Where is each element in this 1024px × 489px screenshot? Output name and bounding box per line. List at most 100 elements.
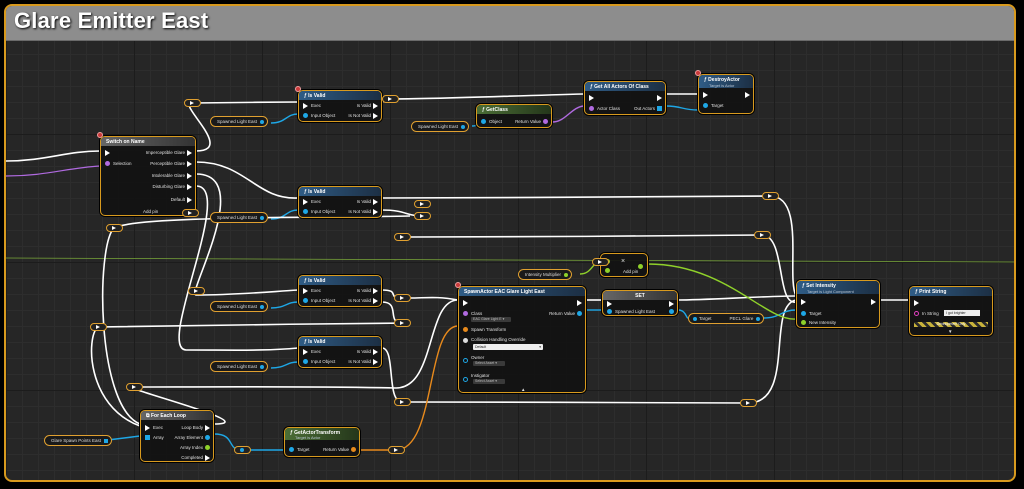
selection-pin[interactable] [105, 161, 110, 166]
glare-spawn-points-east-getter[interactable]: Glare Spawn Points East [44, 435, 113, 446]
reroute-node[interactable] [740, 399, 757, 407]
instigator-pin[interactable] [463, 377, 468, 382]
reroute-node[interactable] [188, 287, 205, 295]
reroute-node[interactable] [762, 192, 779, 200]
array-pin[interactable] [104, 438, 109, 443]
reroute-node[interactable] [394, 398, 411, 406]
out-actors-array-pin[interactable] [657, 106, 662, 111]
reroute-node[interactable] [234, 446, 251, 454]
reroute-node[interactable] [90, 323, 107, 331]
return-pin[interactable] [351, 447, 356, 452]
is-valid-pin[interactable] [373, 103, 378, 109]
breakpoint-icon[interactable] [295, 86, 301, 92]
exec-in-pin[interactable] [914, 300, 919, 306]
return-pin[interactable] [577, 311, 582, 316]
reroute-node[interactable] [414, 212, 431, 220]
owner-pin[interactable] [463, 358, 468, 363]
exec-in-pin[interactable] [145, 425, 150, 431]
loop-body-pin[interactable] [205, 425, 210, 431]
actor-class-pin[interactable] [589, 106, 594, 111]
completed-pin[interactable] [205, 455, 210, 461]
print-string-node[interactable]: ƒ Print String In String I got brighter … [909, 286, 993, 336]
reroute-node[interactable] [382, 95, 399, 103]
reroute-node[interactable] [592, 258, 609, 266]
return-pin[interactable] [543, 119, 548, 124]
intensity-multiplier-getter[interactable]: Intensity Multiplier [518, 269, 573, 280]
exec-out-pin[interactable] [187, 161, 192, 167]
spawned-light-east-getter[interactable]: Spawned Light East [210, 361, 269, 372]
float-pin[interactable] [564, 272, 569, 277]
array-element-pin[interactable] [205, 435, 210, 440]
is-not-valid-pin[interactable] [373, 113, 378, 119]
spawned-light-east-getter[interactable]: Spawned Light East [210, 116, 269, 127]
exec-in-pin[interactable] [303, 288, 308, 294]
is-not-valid-pin[interactable] [373, 298, 378, 304]
object-pin[interactable] [260, 215, 265, 220]
collision-dropdown[interactable]: Default▾ [473, 344, 543, 350]
input-object-pin[interactable] [303, 359, 308, 364]
comment-header[interactable]: Glare Emitter East [6, 6, 1014, 41]
switch-on-name-node[interactable]: Switch on Name Selection Imperceptible G… [100, 136, 196, 216]
object-pin[interactable] [756, 316, 761, 321]
exec-out-pin[interactable] [187, 150, 192, 156]
class-pin[interactable] [463, 311, 468, 316]
spawned-light-east-getter[interactable]: Spawned Light East [210, 301, 269, 312]
spawned-light-east-getter[interactable]: Spawned Light East [210, 212, 269, 223]
reroute-node[interactable] [182, 209, 199, 217]
is-not-valid-pin[interactable] [373, 359, 378, 365]
class-dropdown[interactable]: EAC Glare Light E ▾ [471, 317, 511, 322]
reroute-node[interactable] [106, 224, 123, 232]
exec-in-pin[interactable] [303, 349, 308, 355]
exec-in-pin[interactable] [463, 300, 468, 306]
b-pin[interactable] [605, 268, 610, 273]
reroute-node[interactable] [394, 294, 411, 302]
exec-in-pin[interactable] [303, 199, 308, 205]
in-string-pin[interactable] [914, 311, 919, 316]
target-pin[interactable] [693, 316, 697, 321]
value-pin[interactable] [607, 309, 612, 314]
input-object-pin[interactable] [303, 298, 308, 303]
exec-in-pin[interactable] [303, 103, 308, 109]
exec-in-pin[interactable] [589, 95, 594, 101]
exec-out-pin[interactable] [871, 299, 876, 305]
target-pin[interactable] [801, 311, 806, 316]
is-valid-pin[interactable] [373, 349, 378, 355]
exec-out-pin[interactable] [577, 300, 582, 306]
object-pin[interactable] [461, 124, 466, 129]
reroute-node[interactable] [126, 383, 143, 391]
reroute-node[interactable] [754, 231, 771, 239]
object-pin[interactable] [260, 304, 265, 309]
collision-pin[interactable] [463, 338, 468, 343]
exec-in-pin[interactable] [703, 92, 708, 98]
spawned-light-east-getter[interactable]: Spawned Light East [411, 121, 470, 132]
breakpoint-icon[interactable] [455, 282, 461, 288]
exec-out-pin[interactable] [657, 95, 662, 101]
object-pin[interactable] [260, 119, 265, 124]
exec-in-pin[interactable] [607, 301, 612, 307]
reroute-node[interactable] [388, 446, 405, 454]
in-string-field[interactable]: I got brighter [944, 310, 980, 316]
object-pin[interactable] [260, 364, 265, 369]
reroute-node[interactable] [394, 233, 411, 241]
exec-out-pin[interactable] [187, 173, 192, 179]
multiply-node[interactable]: × Add pin [600, 253, 648, 277]
for-each-loop-node[interactable]: ⧉ For Each Loop Exec Array Loop Body Arr… [140, 410, 214, 462]
instigator-picker[interactable]: Select Asset ▾ [473, 379, 505, 384]
is-not-valid-pin[interactable] [373, 209, 378, 215]
input-object-pin[interactable] [303, 209, 308, 214]
input-object-pin[interactable] [303, 113, 308, 118]
exec-out-pin[interactable] [187, 197, 192, 203]
is-valid-pin[interactable] [373, 199, 378, 205]
object-pin[interactable] [481, 119, 486, 124]
get-all-actors-of-class-node[interactable]: ƒ Get All Actors Of Class Actor Class Ou… [584, 81, 666, 115]
breakpoint-icon[interactable] [97, 132, 103, 138]
array-index-pin[interactable] [205, 445, 210, 450]
reroute-node[interactable] [414, 200, 431, 208]
result-pin[interactable] [638, 264, 643, 269]
reroute-node[interactable] [394, 319, 411, 327]
